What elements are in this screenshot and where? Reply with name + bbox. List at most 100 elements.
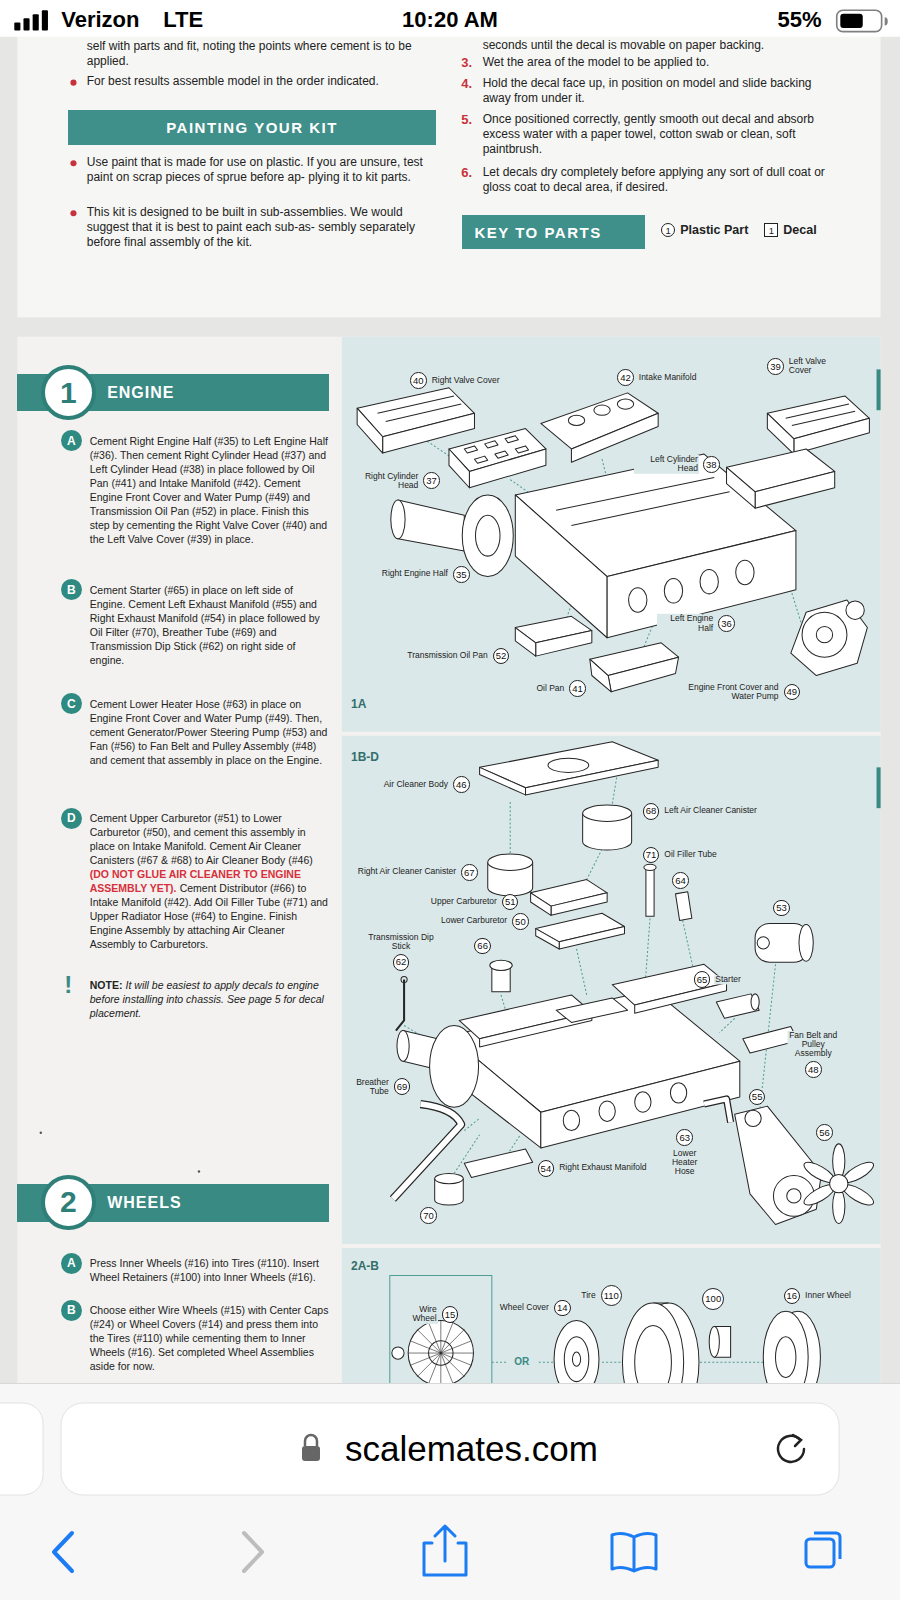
part-name: Inner Wheel: [804, 1291, 852, 1300]
section-heading: ENGINE: [107, 384, 174, 402]
wheel-exploded-view: [709, 1327, 719, 1358]
instruction-text: Use paint that is made for use on plasti…: [87, 155, 423, 184]
share-button: [424, 1526, 466, 1575]
wheel-exploded-view: [572, 1352, 580, 1366]
bullet-dot: [70, 80, 76, 86]
callout-circle: 50Lower Carburetor: [512, 913, 529, 930]
part-name: Fan Belt and Pulley Assembly: [788, 1031, 839, 1059]
legend-text: Decal: [783, 223, 816, 237]
callout-number: 71: [646, 850, 657, 860]
signal-bars: [33, 14, 39, 30]
network-type-block: LTE: [163, 6, 203, 34]
callout-circle: 51Upper Carburetor: [502, 894, 519, 911]
instruction-text: Once positioned correctly, gently smooth…: [483, 112, 814, 156]
engine-assembly-view: [563, 1110, 579, 1130]
callout-circle: 64: [672, 872, 689, 889]
engine-assembly-view: [799, 924, 813, 961]
lock-icon: [302, 1435, 320, 1461]
instruction-text-block: For best results assemble model in the o…: [87, 74, 436, 89]
engine-exploded-view: [378, 396, 462, 422]
print-speck: [40, 1131, 201, 1172]
engine-exploded-view: [464, 436, 528, 464]
panel-divider: [342, 732, 881, 736]
callout-circle: 68Left Air Cleaner Canister: [643, 803, 660, 820]
figure-label: 1B-D: [351, 750, 379, 764]
callout-circle: 110Tire: [601, 1285, 622, 1306]
section-band: PAINTING YOUR KIT: [68, 110, 435, 145]
status-bar: [0, 0, 900, 37]
step-text-block: Cement Right Engine Half (#35) to Left E…: [90, 434, 329, 546]
engine-exploded-view: [568, 415, 584, 425]
engine-assembly-view: [396, 980, 404, 1031]
callout-number: 100: [705, 1294, 721, 1304]
legend-text: Plastic Part: [680, 223, 748, 237]
engine-assembly-view: [670, 1083, 686, 1103]
engine-assembly-view: [556, 998, 627, 1022]
legend-item: 1Decal: [764, 223, 816, 237]
callout-circle: 15Wire Wheel: [442, 1306, 459, 1323]
part-name: Left Air Cleaner Canister: [663, 807, 758, 816]
engine-exploded-view: [846, 601, 864, 619]
list-number: 3.: [461, 55, 472, 70]
engine-exploded-view: [727, 467, 756, 508]
list-number-block: 4.: [461, 76, 472, 91]
lock-icon: [302, 1446, 320, 1461]
panel-divider: [342, 1244, 881, 1248]
battery-level-block: 55%: [778, 6, 822, 34]
list-number: 5.: [461, 112, 472, 127]
assembly-guide-line: [404, 773, 775, 1173]
callout-circle: 36Left Engine Half: [718, 615, 735, 632]
engine-exploded-view: [629, 588, 647, 612]
engine-assembly-view: [548, 758, 589, 772]
step-letter: C: [67, 697, 76, 711]
note-symbol-block: !: [64, 972, 72, 998]
callout-circle: 56: [816, 1124, 833, 1141]
instruction-text-block: Let decals dry completely before applyin…: [483, 165, 835, 195]
wheel-exploded-view: [776, 1337, 796, 1378]
engine-assembly-view: [704, 1099, 731, 1122]
battery-icon: [837, 10, 882, 31]
callout-number: 48: [808, 1065, 819, 1075]
figure-panel: 1B-D46Air Cleaner Body68Left Air Cleaner…: [342, 735, 881, 1242]
engine-assembly-view: [397, 1031, 409, 1062]
engine-exploded-view: [449, 449, 469, 488]
note-heading-block: NOTE:It will be easiest to apply decals …: [90, 978, 329, 1020]
browser-toolbar: [0, 1383, 900, 1600]
callout-number: 51: [505, 897, 516, 907]
wheel-exploded-view: [564, 1337, 588, 1382]
legend: 1Plastic Part1Decal: [661, 223, 816, 237]
step-text: Cement Lower Heater Hose (#63) in place …: [90, 698, 328, 766]
engine-assembly-view: [393, 742, 876, 1225]
engine-assembly-view: [644, 864, 656, 870]
engine-exploded-view: [767, 413, 794, 454]
part-name: Oil Filler Tube: [663, 850, 717, 859]
callout-number: 14: [557, 1303, 568, 1313]
list-number-block: 6.: [461, 165, 472, 180]
callout-circle: 66: [474, 938, 491, 955]
engine-assembly-view: [551, 893, 607, 915]
figure-panel: [342, 337, 881, 1419]
part-name: Intake Manifold: [638, 373, 698, 382]
engine-assembly-view: [488, 854, 533, 870]
step-letter-badge: A: [61, 1253, 82, 1274]
engine-assembly-view: [480, 767, 526, 795]
carrier-name: Verizon: [61, 7, 139, 32]
instruction-text-block: Hold the decal face up, in position on m…: [483, 76, 835, 106]
part-name: Left Cylinder Head: [634, 455, 699, 473]
print-speck: [40, 1131, 42, 1133]
callout-number: 42: [620, 373, 631, 383]
part-name: Oil Pan: [535, 684, 565, 693]
assembly-guide-line: [577, 949, 587, 995]
engine-assembly-view: [430, 1026, 479, 1108]
engine-exploded-view: [357, 408, 383, 453]
figure-label: 2A-B: [351, 1259, 379, 1273]
callout-number: 55: [752, 1092, 763, 1102]
step-letter: D: [67, 811, 76, 825]
engine-assembly-view: [599, 1101, 615, 1121]
fan-drawing: [833, 1144, 845, 1179]
callout-circle: 14Wheel Cover: [554, 1300, 571, 1317]
instruction-text: For best results assemble model in the o…: [87, 74, 379, 88]
callout-circle: 53: [773, 900, 790, 917]
engine-assembly-view: [536, 929, 559, 949]
step-number: 2: [60, 1185, 77, 1219]
